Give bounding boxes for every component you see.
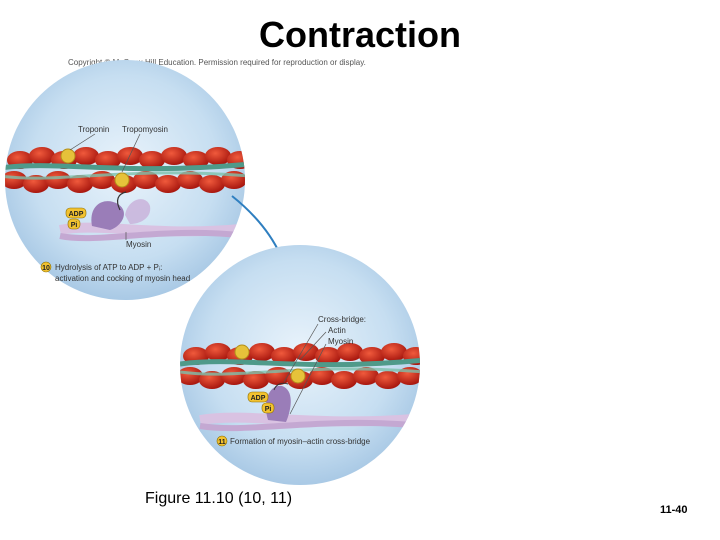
pi-badge-top: Pi (68, 219, 80, 229)
cross-bridge-label: Cross-bridge: (318, 315, 366, 324)
figure-caption: Figure 11.10 (10, 11) (145, 490, 292, 508)
step-11-label: 11 Formation of myosin–actin cross-bridg… (217, 436, 371, 446)
svg-text:Formation of myosin–actin cros: Formation of myosin–actin cross-bridge (230, 437, 371, 446)
myosin-label-top: Myosin (126, 240, 151, 249)
pi-badge-bottom: Pi (262, 403, 274, 413)
slide-number: 11-40 (660, 504, 688, 516)
svg-text:10: 10 (42, 265, 50, 272)
svg-text:Hydrolysis of ATP to ADP + Pᵢ:: Hydrolysis of ATP to ADP + Pᵢ: (55, 263, 162, 272)
tropomyosin-label-top: Tropomyosin (122, 125, 168, 134)
svg-text:ADP: ADP (251, 395, 266, 402)
svg-text:11: 11 (218, 439, 226, 446)
svg-text:ADP: ADP (69, 211, 84, 218)
myosin-label-bottom: Myosin (328, 337, 353, 346)
bottom-panel: ADP Pi Cross-bridge: Actin Myosin 11 For… (177, 245, 429, 485)
svg-text:activation and cocking of myos: activation and cocking of myosin head (55, 274, 190, 283)
svg-text:Pi: Pi (71, 222, 78, 229)
top-panel: ADP Pi Troponin Tropomyosin Myosin 10 Hy… (0, 60, 253, 300)
troponin-label-top: Troponin (78, 125, 109, 134)
adp-badge-bottom: ADP (248, 392, 268, 402)
actin-label-bottom: Actin (328, 326, 346, 335)
adp-badge-top: ADP (66, 208, 86, 218)
svg-text:Pi: Pi (265, 406, 272, 413)
